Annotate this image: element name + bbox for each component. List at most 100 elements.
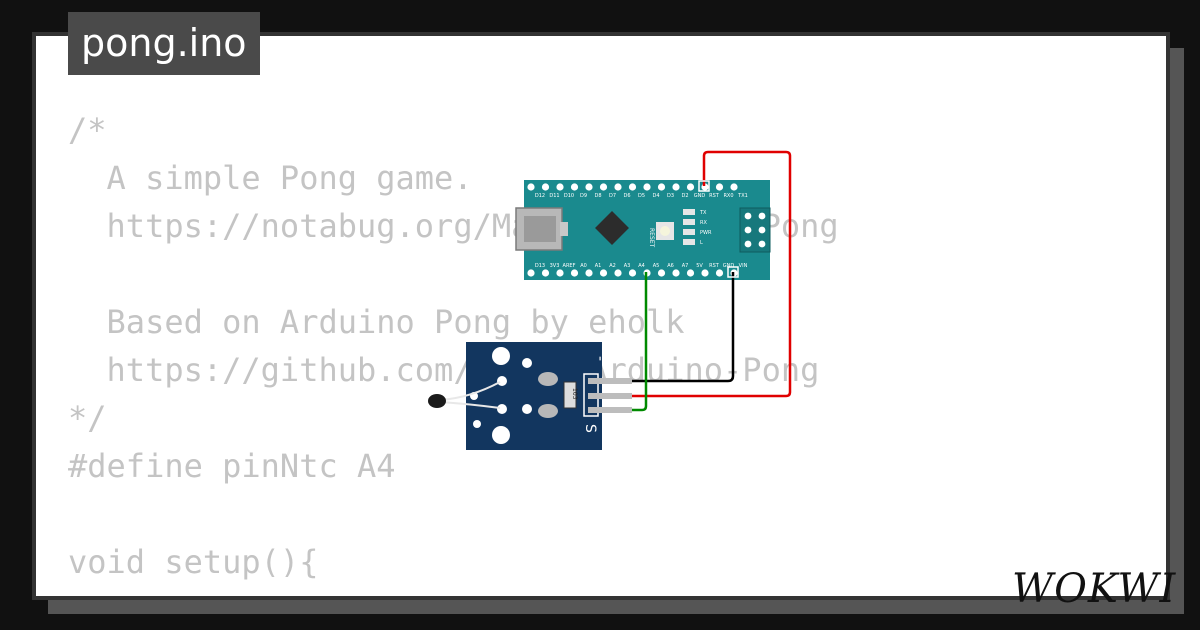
status-led: [683, 209, 695, 215]
header-pin: [686, 269, 695, 277]
status-led: [683, 229, 695, 235]
file-title-tab[interactable]: pong.ino: [68, 12, 260, 75]
header-pin: [657, 183, 666, 191]
reset-button[interactable]: [660, 226, 670, 236]
status-led: [683, 219, 695, 225]
smd-pad: [538, 404, 558, 418]
pin-label: D11: [549, 193, 559, 199]
header-pin: [614, 269, 622, 277]
pin-label: A6: [667, 263, 674, 269]
signal-label: S: [582, 424, 598, 433]
code-line: Based on Arduino Pong by eholk: [68, 303, 685, 341]
icsp-pin: [744, 240, 752, 248]
pin-label: A5: [653, 263, 660, 269]
header-pin: [672, 269, 680, 277]
pin-label: A2: [609, 263, 616, 269]
pin-label: A0: [580, 263, 587, 269]
header-pin: [588, 393, 632, 399]
usb-tip: [560, 222, 568, 236]
header-pin: [556, 269, 564, 277]
module-pcb: [466, 342, 602, 450]
solder-pad: [473, 420, 481, 428]
icsp-pin: [744, 226, 752, 234]
header-pin: [570, 183, 579, 191]
smd-pad: [538, 372, 558, 386]
header-pin: [585, 183, 593, 191]
code-line: A simple Pong game.: [68, 159, 473, 197]
pin-label: RX0: [723, 193, 733, 199]
wire-endpoint: [727, 266, 739, 278]
wokwi-logo[interactable]: WOKWI: [1010, 564, 1182, 612]
header-pin: [541, 269, 550, 277]
mount-hole: [492, 347, 510, 365]
reset-label: RESET: [648, 228, 655, 248]
led-label: RX: [700, 220, 707, 226]
header-pin: [715, 269, 724, 277]
pin-label: D3: [667, 193, 674, 199]
minus-label: -: [592, 356, 608, 361]
vcc-wire[interactable]: [632, 150, 792, 398]
pin-label: VIN: [739, 263, 748, 269]
code-line: void setup(){: [68, 543, 319, 581]
pin-label: A7: [682, 263, 689, 269]
icsp-pins: [744, 212, 766, 248]
pin-label: D8: [594, 193, 601, 199]
header-pin: [585, 269, 593, 277]
icsp-pin: [758, 212, 766, 220]
pin-label: D2: [681, 193, 688, 199]
thermistor-bead: [428, 394, 446, 408]
pin-label: D13: [535, 263, 545, 269]
header-pin: [643, 183, 651, 191]
top-pin-row: [527, 183, 738, 191]
led-label: TX: [699, 210, 707, 216]
header-pin: [599, 183, 608, 191]
header-pin: [628, 269, 637, 277]
wokwi-logo-text: WOKWI: [1012, 566, 1176, 612]
ntc-sensor-module[interactable]: 103 - S: [428, 342, 632, 450]
header-pin: [588, 407, 632, 413]
usb-port: [524, 216, 556, 242]
icsp-header: [739, 207, 771, 253]
pin-label: GND: [694, 193, 706, 199]
header-pin: [715, 183, 724, 191]
gnd-wire[interactable]: [632, 272, 735, 383]
header-pin: [527, 269, 535, 277]
header-pin: [541, 183, 550, 191]
icsp-pin: [744, 212, 752, 220]
header-pin: [628, 183, 637, 191]
pin-label: D7: [609, 193, 616, 199]
led-label: L: [700, 240, 703, 246]
code-line: https://github.com/eholk/Arduino-Pong: [68, 351, 820, 389]
signal-wire[interactable]: [632, 272, 648, 412]
header-pin: [614, 183, 622, 191]
resistor-label: 103: [571, 388, 578, 400]
solder-pad: [497, 404, 507, 414]
resistor: [563, 381, 577, 409]
icsp-pin: [758, 226, 766, 234]
pin-label: GND: [723, 263, 735, 269]
pin-label: D5: [638, 193, 645, 199]
pin-label: RST: [709, 193, 720, 199]
header-pin: [730, 183, 738, 191]
header-pin: [556, 183, 564, 191]
bottom-pin-row: [527, 269, 738, 277]
wire-endpoint: [698, 180, 710, 192]
pin-label: A4: [638, 263, 645, 269]
pin-label: D10: [564, 193, 574, 199]
header-pin: [657, 269, 666, 277]
pin-label: A1: [595, 263, 602, 269]
header-pin: [570, 269, 579, 277]
pin-label: 3V3: [550, 263, 560, 269]
solder-pad: [522, 404, 532, 414]
header-pin: [701, 269, 709, 277]
pin-label: D6: [623, 193, 630, 199]
status-led: [683, 239, 695, 245]
code-line: Serial.begin(9600);: [68, 586, 839, 596]
header-pin: [686, 183, 695, 191]
header-pin: [588, 378, 632, 384]
